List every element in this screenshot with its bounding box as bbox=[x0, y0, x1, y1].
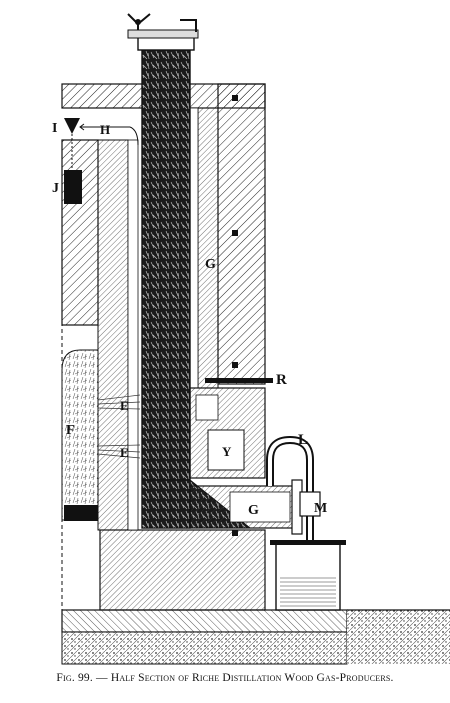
gas-flue-channel bbox=[189, 107, 199, 389]
rod-r bbox=[205, 378, 273, 383]
label-r: R bbox=[276, 372, 287, 388]
ground-right bbox=[347, 610, 450, 664]
label-e-upper: E bbox=[120, 398, 129, 413]
left-wall-upper bbox=[61, 139, 99, 326]
furnace-arch bbox=[61, 349, 99, 521]
figure-caption: Fig. 99. — Half Section of Riche Distill… bbox=[0, 672, 450, 684]
funnel-i bbox=[64, 118, 80, 134]
label-e-lower: E bbox=[120, 445, 129, 460]
caption-dash: — bbox=[96, 672, 108, 684]
right-inner-wall bbox=[197, 107, 219, 389]
gas-producer-section-diagram: I H J G R E F E Y L G M bbox=[52, 13, 450, 665]
label-y: Y bbox=[222, 444, 232, 459]
retort-lid-bar bbox=[127, 29, 199, 39]
retort-column bbox=[141, 47, 191, 529]
grate bbox=[64, 505, 98, 521]
caption-fig-number: Fig. 99. bbox=[56, 672, 93, 684]
label-f: F bbox=[66, 423, 75, 438]
flame-lines-upper bbox=[97, 394, 141, 410]
box-j bbox=[64, 170, 82, 204]
left-inner-wall bbox=[97, 139, 129, 531]
ground-fill bbox=[61, 631, 348, 665]
label-l: L bbox=[298, 432, 308, 448]
chamber-opening bbox=[195, 394, 219, 421]
label-h: H bbox=[100, 122, 110, 137]
chamber-y-box bbox=[207, 429, 245, 471]
right-outer-wall bbox=[217, 83, 266, 385]
label-m: M bbox=[314, 501, 327, 516]
left-channel bbox=[127, 139, 139, 531]
caption-title: Half Section of Riche Distillation Wood … bbox=[110, 672, 394, 684]
label-j: J bbox=[52, 181, 59, 196]
label-i: I bbox=[52, 121, 57, 136]
label-g-lower: G bbox=[248, 503, 259, 518]
ground-slab bbox=[61, 609, 348, 633]
valve-m bbox=[299, 491, 321, 517]
label-g-upper: G bbox=[205, 257, 216, 272]
flame-lines-lower bbox=[97, 444, 141, 459]
base-plinth bbox=[99, 529, 266, 611]
seal-water bbox=[280, 575, 336, 607]
